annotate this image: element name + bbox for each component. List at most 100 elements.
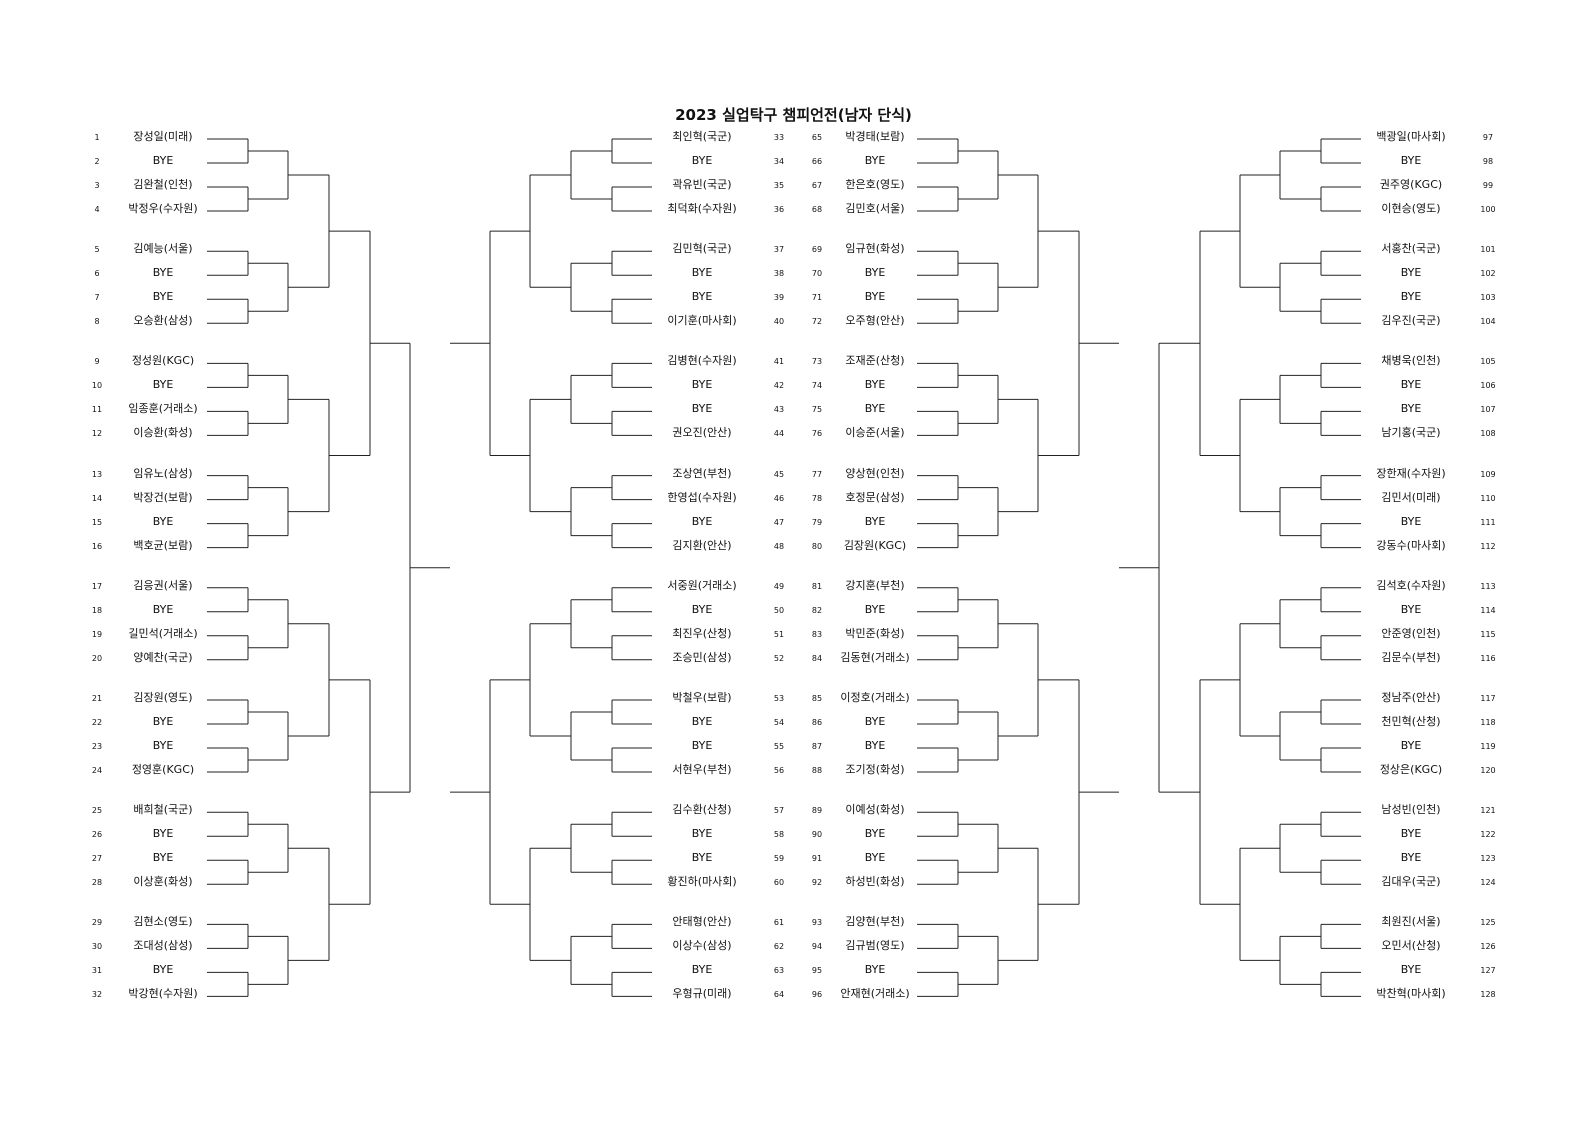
seed-number: 67 (811, 181, 823, 190)
player-name: BYE (864, 266, 886, 280)
seed-number: 93 (811, 918, 823, 928)
seed-number: 57 (773, 806, 785, 816)
seed-number: 31 (91, 966, 103, 976)
player-name: 김예능(서울) (133, 242, 193, 256)
player-name: 조승민(삼성) (672, 650, 732, 664)
seed-number: 107 (1480, 405, 1496, 415)
player-name: 이예성(화성) (845, 803, 905, 817)
player-name: 백호균(보람) (133, 538, 193, 552)
player-name: 박찬혁(마사회) (1376, 987, 1446, 1001)
seed-number: 18 (91, 605, 103, 615)
seed-number: 108 (1480, 429, 1496, 439)
seed-number: 27 (91, 854, 103, 864)
seed-number: 87 (811, 742, 823, 751)
seed-number: 128 (1480, 990, 1496, 1000)
player-name: BYE (1400, 266, 1422, 280)
seed-number: 44 (773, 429, 785, 439)
player-name: 최인혁(국군) (672, 130, 732, 143)
seed-number: 123 (1480, 854, 1496, 864)
seed-number: 88 (811, 766, 823, 775)
seed-number: 7 (94, 293, 100, 303)
player-name: 서현우(부천) (672, 763, 732, 776)
player-name: 박장건(보람) (133, 490, 193, 504)
seed-number: 8 (94, 317, 100, 327)
seed-number: 49 (773, 581, 785, 591)
player-name: BYE (1400, 402, 1422, 416)
seed-number: 92 (811, 878, 823, 888)
seed-number: 4 (94, 205, 100, 214)
player-name: 이승준(서울) (845, 426, 905, 440)
seed-number: 6 (94, 269, 100, 279)
seed-number: 101 (1480, 245, 1496, 255)
seed-number: 54 (773, 718, 785, 727)
seed-number: 30 (91, 942, 103, 952)
player-name: BYE (1400, 963, 1422, 977)
player-name: BYE (1400, 378, 1422, 392)
player-name: 장한재(수자원) (1376, 466, 1446, 480)
player-name: 이상훈(화성) (133, 875, 193, 889)
seed-number: 19 (91, 629, 103, 639)
player-name: 양예찬(국군) (133, 650, 193, 664)
player-name: BYE (152, 602, 174, 616)
player-name: 임종훈(거래소) (128, 402, 198, 416)
seed-number: 60 (773, 878, 785, 888)
seed-number: 118 (1480, 718, 1496, 727)
player-name: BYE (152, 963, 174, 977)
seed-number: 94 (811, 942, 823, 952)
seed-number: 75 (811, 405, 823, 415)
player-name: 안재현(거래소) (840, 987, 910, 1001)
player-name: BYE (1400, 514, 1422, 528)
player-name: 강동수(마사회) (1376, 538, 1446, 552)
seed-number: 59 (773, 854, 785, 864)
player-name: 김민혁(국군) (672, 242, 732, 256)
player-name: 백광일(마사회) (1376, 130, 1446, 143)
player-name: 김동현(거래소) (840, 650, 910, 664)
seed-number: 41 (773, 357, 785, 367)
player-name: BYE (864, 290, 886, 304)
seed-number: 32 (91, 990, 103, 1000)
seed-number: 91 (811, 854, 823, 864)
seed-number: 22 (91, 718, 103, 727)
player-name: 박민준(화성) (845, 626, 905, 640)
player-name: 남성빈(인천) (1381, 803, 1441, 817)
player-name: BYE (864, 154, 886, 167)
player-name: 정남주(안산) (1381, 691, 1441, 704)
seed-number: 14 (91, 493, 103, 503)
seed-number: 106 (1480, 381, 1496, 391)
player-name: 박정우(수자원) (128, 202, 198, 215)
seed-number: 56 (773, 766, 785, 775)
seed-number: 125 (1480, 918, 1496, 928)
player-name: 배희철(국군) (133, 803, 193, 817)
player-name: BYE (691, 290, 713, 304)
player-name: 채병욱(인천) (1381, 354, 1441, 368)
player-name: BYE (1400, 827, 1422, 841)
player-name: 김양현(부천) (845, 915, 905, 929)
seed-number: 36 (773, 205, 785, 214)
player-name: 한은호(영도) (845, 178, 905, 191)
seed-number: 114 (1480, 605, 1496, 615)
player-name: 오승환(삼성) (133, 314, 193, 328)
player-name: 길민석(거래소) (128, 626, 198, 640)
player-name: 천민혁(산청) (1381, 715, 1441, 728)
seed-number: 61 (773, 918, 785, 928)
seed-number: 42 (773, 381, 785, 391)
player-name: BYE (691, 602, 713, 616)
player-name: 이상수(삼성) (672, 939, 732, 953)
seed-number: 124 (1480, 878, 1496, 888)
seed-number: 24 (91, 766, 103, 775)
seed-number: 64 (773, 990, 785, 1000)
player-name: 이승환(화성) (133, 426, 193, 440)
player-name: BYE (1400, 290, 1422, 304)
player-name: 김문수(부천) (1381, 650, 1441, 664)
player-name: 정상은(KGC) (1379, 763, 1443, 776)
seed-number: 112 (1480, 541, 1496, 551)
player-name: BYE (152, 378, 174, 392)
seed-number: 116 (1480, 653, 1496, 663)
seed-number: 126 (1480, 942, 1496, 952)
player-name: 서홍찬(국군) (1381, 242, 1441, 256)
seed-number: 38 (773, 269, 785, 279)
seed-number: 76 (811, 429, 823, 439)
seed-number: 100 (1480, 205, 1496, 214)
player-name: BYE (1400, 154, 1422, 167)
